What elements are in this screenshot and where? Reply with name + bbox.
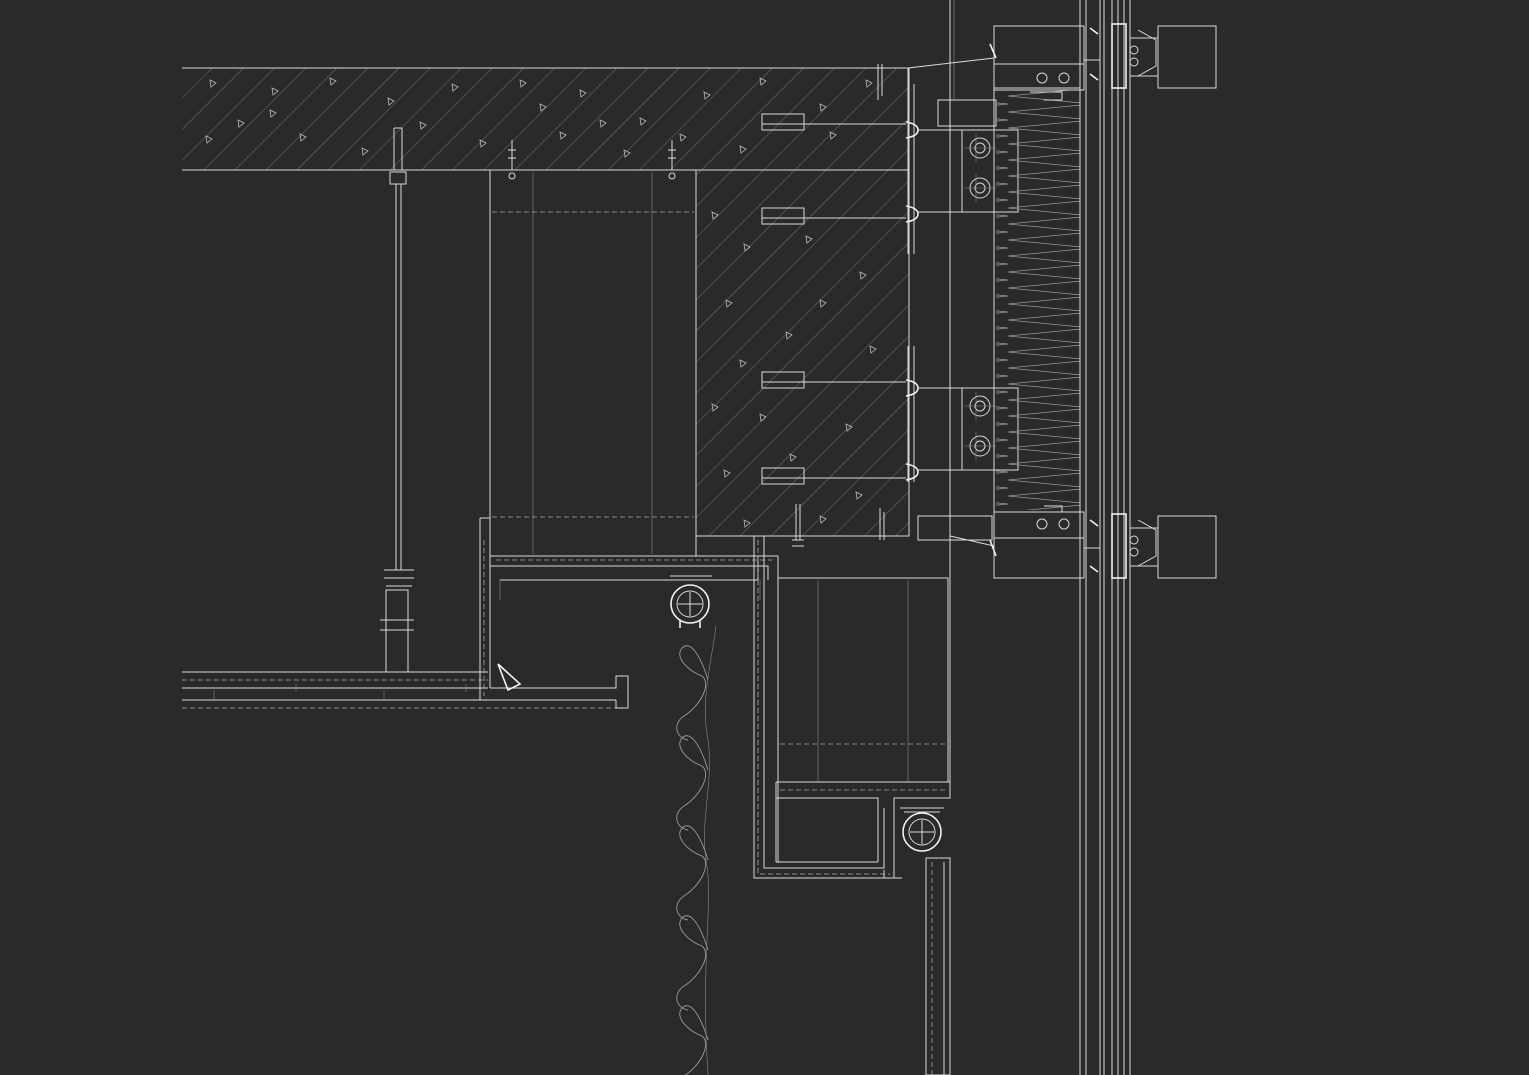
aggregate-mark xyxy=(865,79,873,88)
vertical-mullion xyxy=(925,857,951,1075)
curtain-fold xyxy=(676,825,709,921)
insulation-column xyxy=(993,87,1081,513)
aggregate-mark xyxy=(739,359,747,368)
slab-anchors xyxy=(508,140,676,180)
aggregate-mark xyxy=(269,109,277,118)
aggregate-mark xyxy=(205,135,213,144)
transom-top xyxy=(993,23,1217,101)
aggregate-mark xyxy=(237,119,245,128)
aggregate-mark xyxy=(559,131,567,140)
hanger-rod xyxy=(380,127,414,673)
aggregate-mark xyxy=(711,403,719,412)
aggregate-mark xyxy=(209,79,217,88)
aggregate-mark xyxy=(387,97,395,106)
aggregate-mark xyxy=(519,79,527,88)
aggregate-mark xyxy=(829,131,837,140)
aggregate-mark xyxy=(639,117,647,126)
curtain-fold xyxy=(676,735,709,831)
aggregate-mark xyxy=(805,235,813,244)
curtain-fold xyxy=(676,915,709,1011)
aggregate-mark xyxy=(759,413,767,422)
aggregate-mark xyxy=(789,453,797,462)
aggregate-mark xyxy=(623,149,631,158)
aggregate-mark xyxy=(579,89,587,98)
aggregate-mark xyxy=(703,91,711,100)
slab-edge-link xyxy=(907,43,997,557)
bolt xyxy=(964,392,996,420)
bracket-lower xyxy=(905,379,1019,541)
transom-bottom xyxy=(949,505,1217,579)
aggregate-mark xyxy=(539,103,547,112)
beam-anchor xyxy=(792,64,885,547)
left-ceiling-panel xyxy=(182,671,616,709)
aggregate-mark xyxy=(479,139,487,148)
aggregate-mark xyxy=(819,103,827,112)
curtain-edge xyxy=(704,625,717,1075)
embed-plates xyxy=(761,84,915,485)
aggregate-mark xyxy=(299,133,307,142)
aggregate-mark xyxy=(869,345,877,354)
curtain xyxy=(676,625,717,1075)
aggregate-mark xyxy=(419,121,427,130)
upper-ceiling-box xyxy=(489,169,697,557)
aggregate-mark xyxy=(725,299,733,308)
aggregate-mark xyxy=(819,299,827,308)
aggregate-mark xyxy=(599,119,607,128)
bolt xyxy=(964,134,996,162)
aggregate-mark xyxy=(711,211,719,220)
aggregate-mark xyxy=(271,87,279,96)
aggregate-mark xyxy=(819,515,827,524)
lower-box-frame xyxy=(753,536,951,879)
aggregate-marks xyxy=(205,77,877,528)
aggregate-mark xyxy=(743,519,751,528)
aggregate-mark xyxy=(855,491,863,500)
pipe-left xyxy=(670,575,712,628)
aggregate-mark xyxy=(785,331,793,340)
steel-channel-left xyxy=(479,517,779,862)
curtain-fold xyxy=(676,645,709,741)
concrete-slab xyxy=(182,67,909,171)
bolt xyxy=(964,432,996,460)
concrete-beam xyxy=(695,68,910,537)
aggregate-mark xyxy=(329,77,337,86)
bolt xyxy=(964,174,996,202)
aggregate-mark xyxy=(679,133,687,142)
aggregate-mark xyxy=(361,147,369,156)
aggregate-mark xyxy=(743,243,751,252)
curtain-fold xyxy=(679,1005,709,1075)
aggregate-mark xyxy=(739,145,747,154)
aggregate-mark xyxy=(845,423,853,432)
bracket-bolts xyxy=(964,134,996,460)
aggregate-mark xyxy=(723,469,731,478)
aggregate-mark xyxy=(451,83,459,92)
aggregate-mark xyxy=(759,77,767,86)
pipe-right xyxy=(900,807,944,852)
aggregate-mark xyxy=(859,271,867,280)
